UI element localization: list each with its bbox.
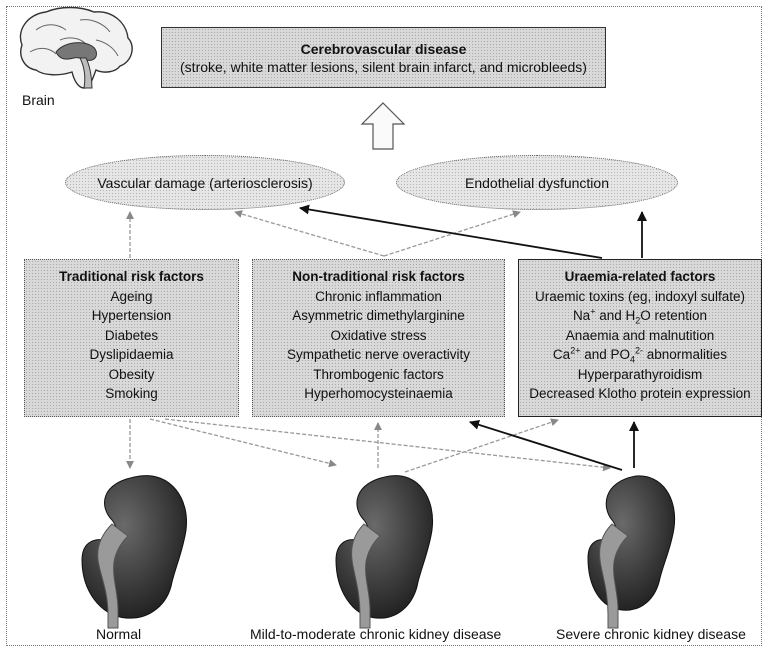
cerebrovascular-title: Cerebrovascular disease xyxy=(162,40,605,58)
up-arrow xyxy=(362,103,404,149)
vascular-damage-label: Vascular damage (arteriosclerosis) xyxy=(97,175,312,191)
non-traditional-risk-factors-box: Non-traditional risk factors Chronic inf… xyxy=(252,259,505,417)
arrow-traditional-to-mild xyxy=(150,419,336,465)
uraemia-item: Hyperparathyroidism xyxy=(519,365,761,385)
kidney-mild-label: Mild-to-moderate chronic kidney disease xyxy=(250,626,501,642)
kidney-normal-label: Normal xyxy=(96,626,141,642)
traditional-item: Hypertension xyxy=(25,306,238,326)
arrow-traditional-to-severe xyxy=(165,419,610,468)
traditional-item: Diabetes xyxy=(25,326,238,346)
traditional-item: Obesity xyxy=(25,365,238,385)
uraemia-item: Decreased Klotho protein expression xyxy=(519,384,761,404)
uraemia-related-factors-box: Uraemia-related factors Uraemic toxins (… xyxy=(518,259,762,417)
uraemia-item: Uraemic toxins (eg, indoxyl sulfate) xyxy=(519,287,761,307)
endothelial-dysfunction-ellipse: Endothelial dysfunction xyxy=(396,155,678,210)
uraemia-item: Ca2+ and PO42- abnormalities xyxy=(519,345,761,365)
brain-icon xyxy=(20,8,132,89)
kidney-severe-label: Severe chronic kidney disease xyxy=(556,626,746,642)
nontraditional-item: Sympathetic nerve overactivity xyxy=(253,345,504,365)
kidney-normal-icon xyxy=(82,476,187,628)
traditional-title: Traditional risk factors xyxy=(25,267,238,287)
uraemia-item: Na+ and H2O retention xyxy=(519,306,761,326)
nontraditional-item: Hyperhomocysteinaemia xyxy=(253,384,504,404)
nontraditional-item: Oxidative stress xyxy=(253,326,504,346)
nontraditional-item: Chronic inflammation xyxy=(253,287,504,307)
arrow-mild-to-uraemia xyxy=(405,420,558,472)
nontraditional-item: Asymmetric dimethylarginine xyxy=(253,306,504,326)
endothelial-dysfunction-label: Endothelial dysfunction xyxy=(465,175,609,191)
vascular-damage-ellipse: Vascular damage (arteriosclerosis) xyxy=(65,155,345,210)
uraemia-item: Anaemia and malnutition xyxy=(519,326,761,346)
traditional-item: Smoking xyxy=(25,384,238,404)
kidney-mild-icon xyxy=(336,476,433,628)
traditional-item: Ageing xyxy=(25,287,238,307)
cerebrovascular-subtitle: (stroke, white matter lesions, silent br… xyxy=(162,58,605,76)
kidney-severe-icon xyxy=(588,476,675,628)
nontraditional-item: Thrombogenic factors xyxy=(253,365,504,385)
arrow-severe-to-nontraditional xyxy=(470,422,622,470)
arrow-uraemia-to-vascular xyxy=(300,208,602,258)
cerebrovascular-disease-box: Cerebrovascular disease (stroke, white m… xyxy=(161,27,606,88)
uraemia-title: Uraemia-related factors xyxy=(519,267,761,287)
traditional-item: Dyslipidaemia xyxy=(25,345,238,365)
nontraditional-title: Non-traditional risk factors xyxy=(253,267,504,287)
traditional-risk-factors-box: Traditional risk factors Ageing Hyperten… xyxy=(24,259,239,417)
brain-label: Brain xyxy=(22,92,55,108)
